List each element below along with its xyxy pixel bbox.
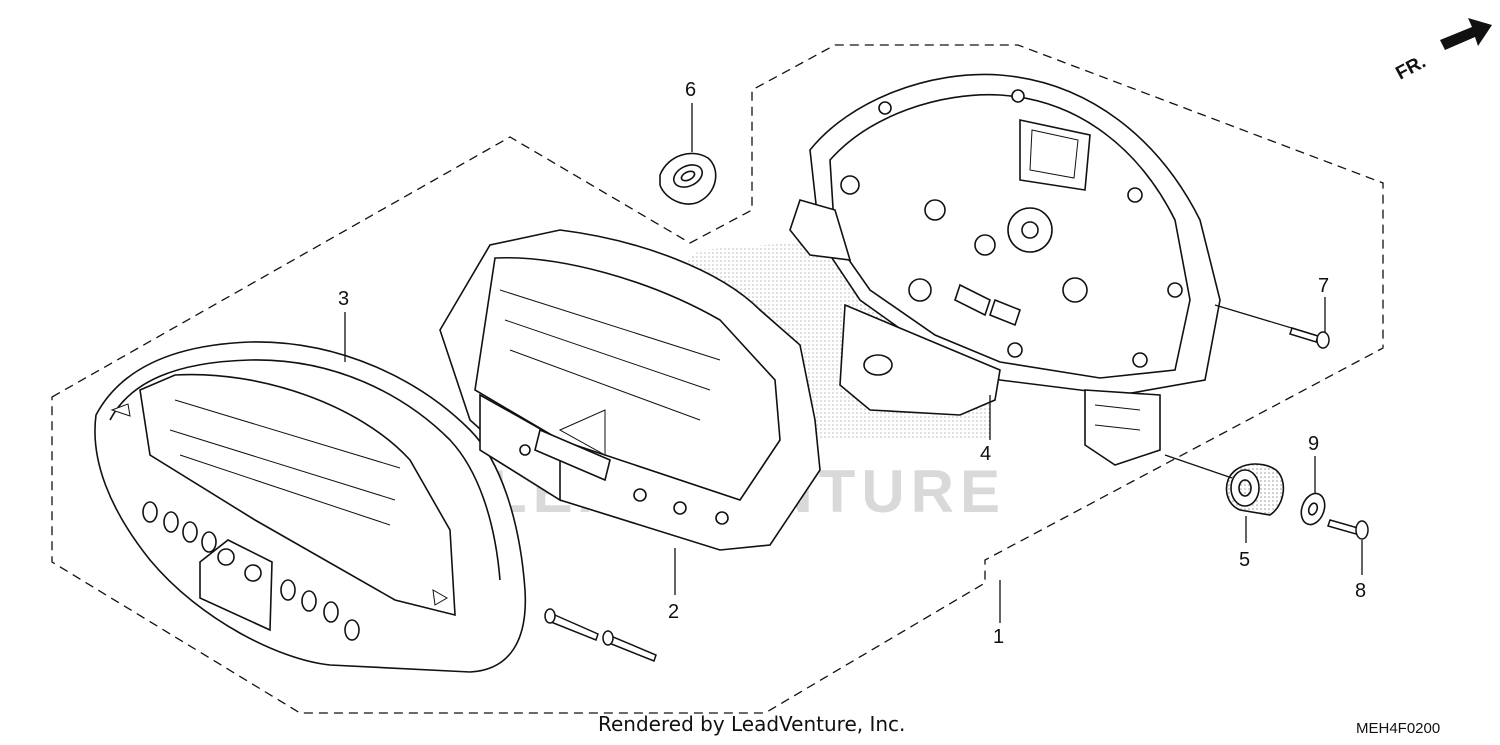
front-direction-indicator: FR. (1392, 18, 1492, 84)
direction-label: FR. (1392, 52, 1429, 85)
meter-assembly-part[interactable] (439, 229, 821, 551)
callout-5[interactable]: 5 (1239, 549, 1250, 571)
grommet-part[interactable] (659, 152, 717, 205)
rendered-by-credit: Rendered by LeadVenture, Inc. (598, 712, 906, 736)
washer-part[interactable] (1297, 490, 1329, 528)
diagram-code: MEH4F0200 (1356, 720, 1441, 737)
meter-cover-part[interactable] (94, 341, 527, 673)
rubber-part[interactable] (1225, 463, 1285, 516)
screws-part[interactable] (544, 608, 657, 662)
callout-2[interactable]: 2 (668, 601, 679, 623)
callout-8[interactable]: 8 (1355, 580, 1366, 602)
arrow-icon (1440, 18, 1492, 50)
assembly-boundary (51, 44, 1384, 714)
callout-1[interactable]: 1 (993, 626, 1004, 648)
callout-6[interactable]: 6 (685, 79, 696, 101)
callout-7[interactable]: 7 (1318, 275, 1329, 297)
meter-case-part[interactable] (789, 73, 1221, 466)
screw-part-8[interactable] (1327, 519, 1369, 540)
leader-lines (344, 103, 1363, 623)
screw-part-7[interactable] (1289, 327, 1330, 349)
callout-9[interactable]: 9 (1308, 433, 1319, 455)
callout-4[interactable]: 4 (980, 443, 991, 465)
callout-3[interactable]: 3 (338, 288, 349, 310)
